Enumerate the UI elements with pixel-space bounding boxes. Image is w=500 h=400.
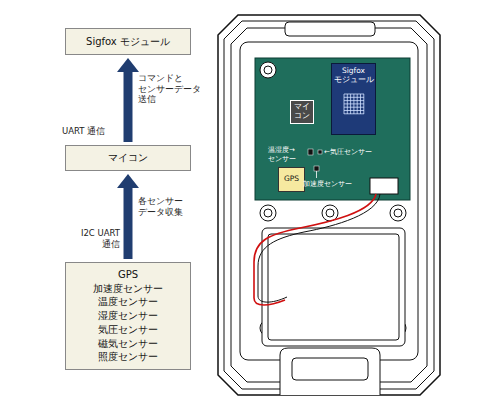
board-hole bbox=[264, 66, 272, 74]
node-text: Sigfox モジュール bbox=[86, 36, 170, 48]
annotation-label: 温湿度→ センサー bbox=[268, 146, 306, 164]
node-text: 照度センサー bbox=[98, 350, 158, 364]
annotation-label: コマンドと センサーデータ 送信 bbox=[138, 73, 206, 105]
bottom-notch bbox=[280, 348, 380, 395]
red-wire bbox=[254, 194, 376, 305]
annotation-label: I2C UART 通信 bbox=[74, 228, 120, 249]
annotation-label: 各センサー データ収集 bbox=[138, 196, 190, 217]
arrow-shaft bbox=[124, 72, 133, 142]
sigfox-module-part: Sigfox モジュール bbox=[331, 63, 376, 135]
housing-cavity bbox=[240, 42, 418, 360]
arrow-head bbox=[117, 58, 139, 72]
top-tab bbox=[285, 22, 375, 36]
circuit-board bbox=[255, 58, 410, 200]
mcu-box: マイコン bbox=[65, 145, 191, 171]
node-text: 温度センサー bbox=[98, 295, 158, 309]
arrow-shaft bbox=[124, 188, 133, 259]
node-text: 加速度センサー bbox=[93, 282, 163, 296]
node-text: 気圧センサー bbox=[98, 323, 158, 337]
node-text: GPS bbox=[284, 175, 299, 184]
gps-chip: GPS bbox=[278, 167, 305, 192]
housing-rim bbox=[224, 21, 434, 389]
flow-arrow bbox=[117, 58, 139, 142]
node-text: 湿度センサー bbox=[98, 309, 158, 323]
board-hole bbox=[260, 62, 276, 78]
battery-compartment-inner bbox=[268, 234, 399, 340]
leader-line bbox=[316, 171, 317, 178]
annotation-label: UART 通信 bbox=[62, 126, 105, 137]
node-text: Sigfox モジュール bbox=[333, 67, 374, 84]
accel-sensor-chip bbox=[314, 166, 319, 171]
battery-connector bbox=[370, 178, 398, 194]
node-text: マイ コン bbox=[293, 103, 311, 120]
sensor-list-box: GPS加速度センサー温度センサー湿度センサー気圧センサー磁気センサー照度センサー bbox=[65, 262, 191, 370]
annotation-label: ←気圧センサー bbox=[324, 148, 372, 157]
module-box: Sigfox モジュール bbox=[65, 28, 191, 55]
housing-rim-inner bbox=[231, 28, 427, 382]
module-grid bbox=[342, 92, 366, 116]
bottom-notch-inner bbox=[292, 358, 368, 380]
node-text: GPS bbox=[118, 268, 138, 282]
arrow-head bbox=[117, 174, 139, 188]
black-wire bbox=[258, 194, 380, 302]
humidity-sensor-chip bbox=[308, 149, 313, 155]
flow-arrow bbox=[117, 174, 139, 259]
housing-outline bbox=[218, 15, 440, 395]
pressure-sensor-chip bbox=[318, 150, 322, 154]
node-text: 磁気センサー bbox=[98, 337, 158, 351]
mcu-chip: マイ コン bbox=[290, 100, 314, 124]
node-text: マイコン bbox=[108, 152, 148, 164]
battery-compartment bbox=[262, 228, 405, 346]
annotation-label: 加速度センサー bbox=[303, 180, 352, 189]
